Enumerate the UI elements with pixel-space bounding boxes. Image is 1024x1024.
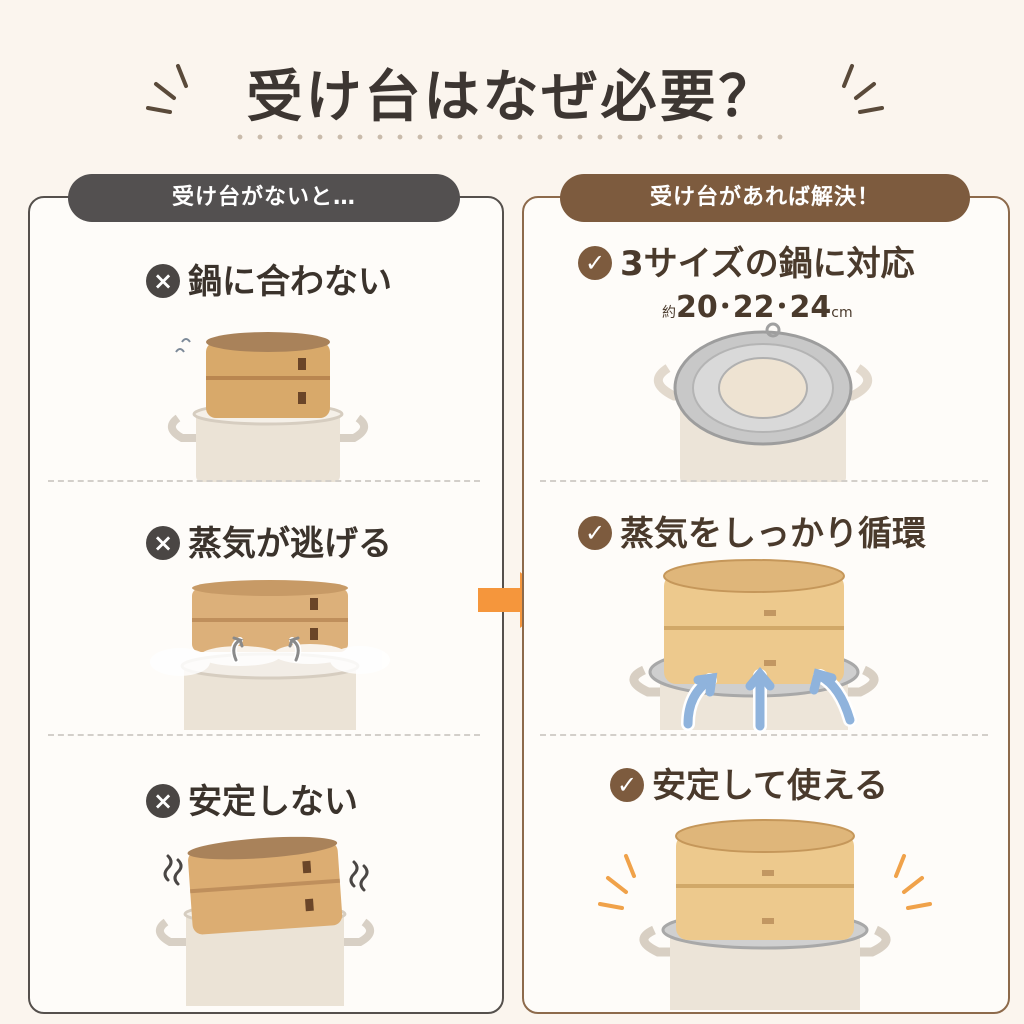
- stand-on-pot-image: [654, 322, 872, 482]
- benefit-label: 蒸気をしっかり循環: [620, 514, 926, 554]
- left-divider-1: [48, 480, 480, 482]
- benefit-item-3: ✓安定して使える: [610, 758, 888, 807]
- without-stand-header: 受け台がないと…: [68, 174, 460, 222]
- problem-item-3: ×安定しない: [146, 774, 358, 823]
- right-sparkle-icon: [842, 64, 884, 114]
- benefit-item-2: ✓蒸気をしっかり循環: [578, 506, 926, 555]
- steam-escaping-image: [150, 580, 390, 730]
- benefit-item-1: ✓3サイズの鍋に対応: [578, 236, 915, 285]
- page-title: 受け台はなぜ必要？: [246, 65, 778, 130]
- right-divider-2: [540, 734, 988, 736]
- steamer-not-fitting-image: [168, 332, 368, 482]
- sizes-unit: cm: [831, 305, 853, 321]
- benefit-label: 3サイズの鍋に対応: [620, 244, 915, 284]
- check-icon: ✓: [578, 515, 612, 550]
- problem-label: 蒸気が逃げる: [188, 524, 392, 564]
- check-icon: ✓: [610, 767, 644, 802]
- x-icon: ×: [146, 783, 180, 818]
- sizes-value: 20･22･24: [676, 290, 832, 325]
- stable-steamer-image: [598, 819, 932, 1010]
- x-icon: ×: [146, 263, 180, 298]
- title-dotted-divider: [230, 134, 794, 140]
- benefit-label: 安定して使える: [652, 766, 888, 806]
- problem-item-2: ×蒸気が逃げる: [146, 516, 392, 565]
- x-icon: ×: [146, 525, 180, 560]
- left-divider-2: [48, 734, 480, 736]
- right-divider-1: [540, 480, 988, 482]
- unstable-steamer-image: [156, 836, 374, 1006]
- steam-circulating-image: [629, 559, 879, 733]
- with-stand-header: 受け台があれば解決！: [560, 174, 970, 222]
- check-icon: ✓: [578, 245, 612, 280]
- problem-label: 安定しない: [188, 782, 358, 822]
- left-sparkle-icon: [146, 64, 188, 114]
- supported-sizes: 約20･22･24cm: [662, 282, 853, 326]
- sizes-prefix: 約: [662, 305, 676, 321]
- problem-label: 鍋に合わない: [188, 262, 392, 302]
- problem-item-1: ×鍋に合わない: [146, 254, 392, 303]
